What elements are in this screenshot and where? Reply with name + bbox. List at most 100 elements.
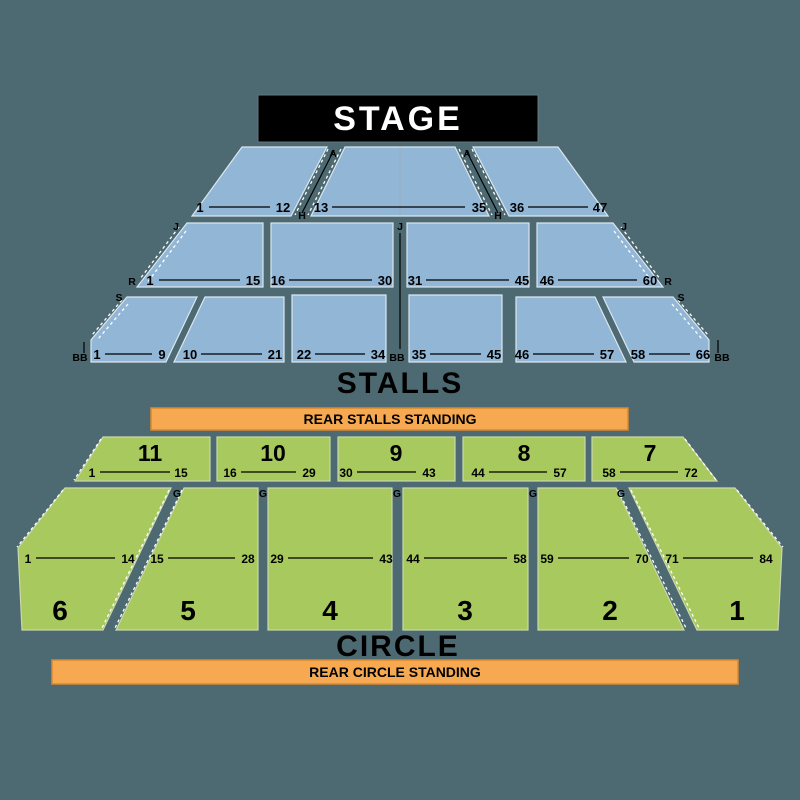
seat-number: 45: [515, 273, 529, 288]
circle-block-10[interactable]: [216, 436, 331, 482]
seat-number: 44: [406, 552, 420, 566]
circle-block-3[interactable]: [402, 487, 529, 631]
row-letter-bb: BB: [389, 352, 405, 364]
section-number: 4: [322, 595, 338, 626]
seat-number: 10: [183, 347, 197, 362]
stalls-row-s-bb: S S BB BB BB 1 9 10 21 22 34 35 45 46 57…: [72, 292, 730, 364]
seat-number: 14: [121, 552, 135, 566]
seat-number: 29: [302, 466, 316, 480]
stalls-block-22-34[interactable]: [291, 294, 387, 363]
row-letter-a: A: [329, 148, 337, 160]
section-number: 8: [518, 440, 531, 466]
aisle-dash: [139, 226, 180, 280]
stalls-block-31-45[interactable]: [406, 222, 530, 288]
aisle-dash: [91, 299, 123, 336]
stage-label: STAGE: [333, 100, 463, 138]
aisle-dash: [677, 299, 709, 336]
stage: STAGE: [257, 94, 539, 143]
circle-block-1[interactable]: [628, 487, 783, 631]
aisle-dash: [620, 226, 661, 280]
stalls-block-10-21[interactable]: [173, 296, 285, 363]
seat-number: 1: [93, 347, 100, 362]
row-letter-j: J: [397, 221, 403, 233]
row-letter-r: R: [128, 276, 136, 288]
rear-circle-standing: REAR CIRCLE STANDING: [51, 659, 739, 685]
row-letter-a: A: [463, 148, 471, 160]
stalls-block-1-9[interactable]: [90, 296, 198, 363]
aisle-letter-g: G: [393, 488, 401, 500]
seat-number: 71: [665, 552, 679, 566]
stalls-block-36-47[interactable]: [472, 146, 610, 217]
seat-number: 58: [513, 552, 527, 566]
seat-number: 44: [471, 466, 485, 480]
aisle-line: [301, 149, 335, 214]
aisle-dash: [684, 438, 717, 481]
seat-number: 59: [540, 552, 554, 566]
section-number: 9: [390, 440, 403, 466]
aisle-dash: [736, 489, 784, 548]
seat-number: 31: [408, 273, 422, 288]
section-number: 5: [180, 595, 196, 626]
rear-circle-standing-label: REAR CIRCLE STANDING: [309, 664, 481, 680]
circle-block-6[interactable]: [17, 487, 172, 631]
stalls-block-46-60[interactable]: [536, 222, 665, 288]
aisle-dash: [114, 489, 183, 629]
seat-number: 60: [643, 273, 657, 288]
section-number: 11: [138, 440, 163, 466]
stalls-block-46-57[interactable]: [515, 296, 627, 363]
stalls-block-35-45[interactable]: [408, 294, 503, 363]
row-letter-h: H: [494, 210, 502, 222]
seat-number: 36: [510, 200, 524, 215]
stalls-block-58-66[interactable]: [602, 296, 710, 363]
aisle-dash: [671, 303, 703, 340]
circle-block-7[interactable]: [591, 436, 719, 482]
row-letter-bb: BB: [72, 352, 88, 364]
row-letter-s: S: [677, 292, 684, 304]
stalls-block-1-15[interactable]: [135, 222, 264, 288]
aisle-letter-g: G: [173, 488, 181, 500]
circle-block-11[interactable]: [73, 436, 211, 482]
seat-number: 1: [89, 466, 96, 480]
circle-block-8[interactable]: [462, 436, 586, 482]
seat-number: 34: [371, 347, 386, 362]
aisle-dash: [613, 230, 654, 284]
rear-circle-standing-bar[interactable]: [51, 659, 739, 685]
seat-number: 21: [268, 347, 282, 362]
stage-banner: [257, 94, 539, 143]
aisle-line: [465, 149, 499, 214]
row-letter-bb: BB: [714, 352, 730, 364]
seat-number: 1: [25, 552, 32, 566]
seat-number: 15: [246, 273, 260, 288]
aisle-dash: [73, 438, 102, 481]
seat-number: 43: [379, 552, 393, 566]
circle-block-4[interactable]: [267, 487, 393, 631]
seat-number: 15: [174, 466, 188, 480]
seat-number: 70: [635, 552, 649, 566]
aisle-dash: [146, 230, 187, 284]
circle-title: CIRCLE: [336, 630, 460, 663]
seat-number: 13: [314, 200, 328, 215]
row-letter-r: R: [664, 276, 672, 288]
aisle-dash: [97, 303, 129, 340]
row-letter-s: S: [115, 292, 122, 304]
stalls-row-j-r: J J J R R 1 15 16 30 31 45 46 60: [128, 221, 672, 349]
section-number: 10: [260, 440, 286, 466]
stalls-block-1-12[interactable]: [190, 146, 328, 217]
seat-number: 28: [241, 552, 255, 566]
circle-block-9[interactable]: [337, 436, 456, 482]
section-number: 1: [729, 595, 745, 626]
rear-stalls-standing-bar[interactable]: [150, 407, 629, 431]
stalls-block-16-30[interactable]: [270, 222, 394, 288]
seat-number: 66: [696, 347, 710, 362]
seat-number: 57: [600, 347, 614, 362]
aisle-dash: [307, 148, 342, 216]
seat-number: 29: [270, 552, 284, 566]
row-letter-h: H: [298, 210, 306, 222]
seat-number: 15: [150, 552, 164, 566]
seat-number: 58: [631, 347, 645, 362]
seat-number: 46: [515, 347, 529, 362]
stalls-row-a-h: A A H H 1 12 13 35 36 47: [190, 146, 610, 222]
circle-block-2[interactable]: [537, 487, 685, 631]
circle-block-5[interactable]: [115, 487, 259, 631]
